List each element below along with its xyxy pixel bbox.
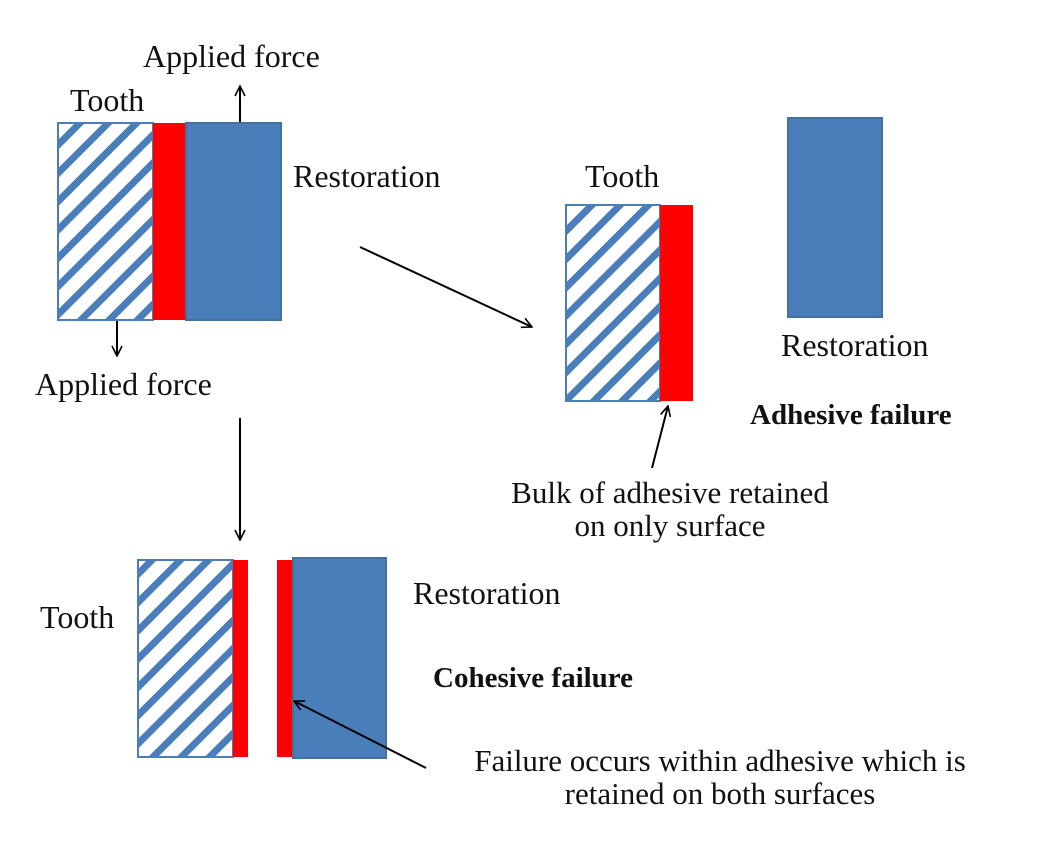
cohesive-failure-note-line1: Failure occurs within adhesive which is	[474, 743, 966, 778]
adhesive-failure-note-line1: Bulk of adhesive retained	[511, 475, 829, 510]
initial-adhesive-layer	[153, 123, 186, 320]
initial-restoration-label: Restoration	[293, 158, 441, 194]
cohesive-failure-restoration-block	[292, 557, 387, 759]
initial-specimen	[57, 122, 282, 321]
adhesive-failure-tooth-block	[565, 204, 661, 402]
arrow-to-adhesive-failure	[359, 246, 532, 327]
adhesive-note-pointer	[651, 406, 668, 469]
adhesive-failure-note: Bulk of adhesive retained on only surfac…	[474, 476, 866, 542]
cohesive-failure-restoration-adhesive	[277, 560, 293, 757]
cohesive-failure-title: Cohesive failure	[433, 662, 634, 694]
adhesive-failure-note-line2: on only surface	[574, 508, 766, 543]
cohesive-failure-note: Failure occurs within adhesive which is …	[418, 744, 1022, 810]
force-top-label: Applied force	[143, 38, 320, 74]
adhesive-failure-restoration-label: Restoration	[781, 327, 929, 363]
adhesive-failure-title: Adhesive failure	[750, 399, 952, 431]
adhesive-failure-tooth-label: Tooth	[585, 158, 660, 194]
cohesive-failure-tooth-adhesive	[233, 560, 248, 757]
adhesive-failure-adhesive-layer	[660, 205, 693, 401]
cohesive-failure-tooth-label: Tooth	[40, 599, 115, 635]
initial-tooth-label: Tooth	[70, 82, 145, 118]
adhesive-failure-specimen	[565, 117, 883, 402]
cohesive-note-pointer	[294, 700, 427, 769]
initial-tooth-block	[57, 122, 154, 321]
force-bottom-label: Applied force	[35, 366, 212, 402]
adhesive-failure-restoration-block	[787, 117, 883, 318]
initial-restoration-block	[185, 122, 282, 321]
cohesive-failure-tooth-block	[137, 559, 234, 758]
cohesive-failure-note-line2: retained on both surfaces	[564, 776, 876, 811]
cohesive-failure-restoration-label: Restoration	[413, 575, 561, 611]
